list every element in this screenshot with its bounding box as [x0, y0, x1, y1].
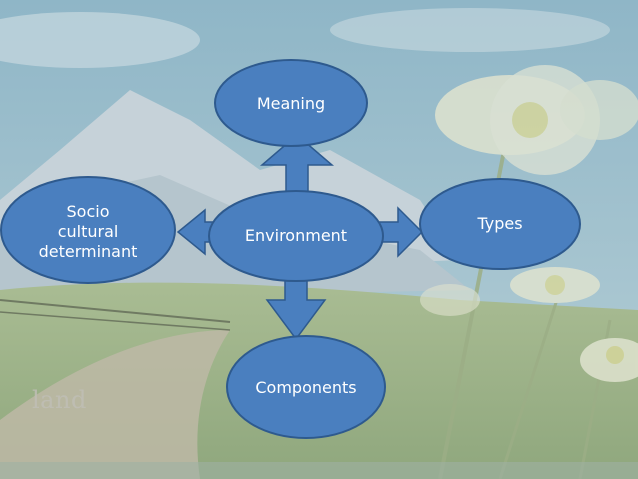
node-socio-cultural-shape — [0, 176, 176, 284]
node-components-shape — [226, 335, 386, 439]
cloud — [0, 12, 200, 68]
flowers — [420, 65, 638, 479]
cloud — [330, 8, 610, 52]
bottom-strip — [0, 462, 638, 479]
node-types-shape — [419, 178, 581, 270]
node-environment-shape — [208, 190, 384, 282]
road — [0, 330, 230, 479]
fence — [0, 311, 231, 331]
background-watermark: land — [32, 386, 87, 414]
fence — [0, 299, 231, 323]
node-meaning-shape — [214, 59, 368, 147]
